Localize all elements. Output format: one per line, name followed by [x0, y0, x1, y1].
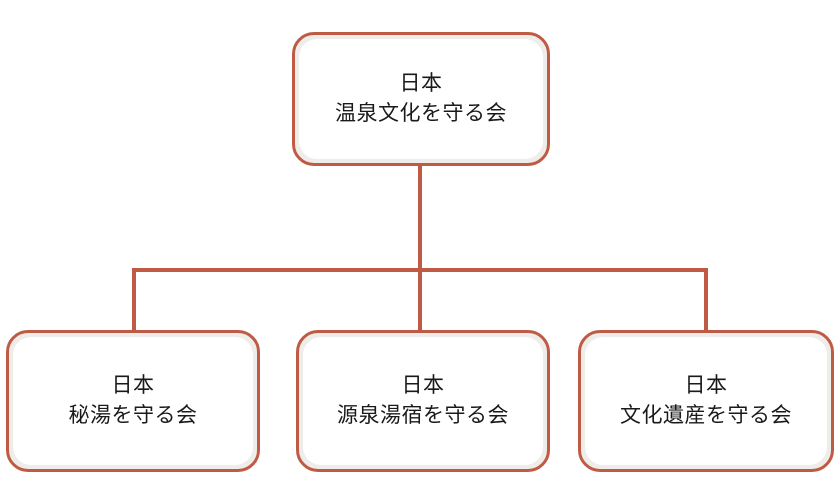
- node-child-0-body: 日本 秘湯を守る会: [13, 337, 253, 465]
- connector-drop-child-0: [132, 268, 136, 332]
- node-child-hito[interactable]: 日本 秘湯を守る会: [6, 330, 260, 472]
- node-child-1-line-2: 源泉湯宿を守る会: [337, 403, 509, 427]
- node-child-0-line-2: 秘湯を守る会: [68, 403, 198, 427]
- connector-drop-child-1: [418, 268, 422, 332]
- node-child-2-line-2: 文化遺産を守る会: [620, 403, 792, 427]
- node-child-1-body: 日本 源泉湯宿を守る会: [303, 337, 543, 465]
- node-root[interactable]: 日本 温泉文化を守る会: [292, 32, 550, 166]
- node-child-gensen[interactable]: 日本 源泉湯宿を守る会: [296, 330, 550, 472]
- node-child-2-line-1: 日本: [684, 373, 728, 398]
- node-child-1-line-1: 日本: [401, 373, 445, 398]
- node-child-2-body: 日本 文化遺産を守る会: [585, 337, 827, 465]
- node-child-bunkaisan[interactable]: 日本 文化遺産を守る会: [578, 330, 834, 472]
- node-root-line-1: 日本: [399, 71, 443, 96]
- node-child-0-line-1: 日本: [111, 373, 155, 398]
- connector-drop-child-2: [704, 268, 708, 332]
- connector-root-stem: [418, 164, 422, 272]
- node-root-line-2: 温泉文化を守る会: [335, 101, 507, 125]
- node-root-body: 日本 温泉文化を守る会: [299, 39, 543, 159]
